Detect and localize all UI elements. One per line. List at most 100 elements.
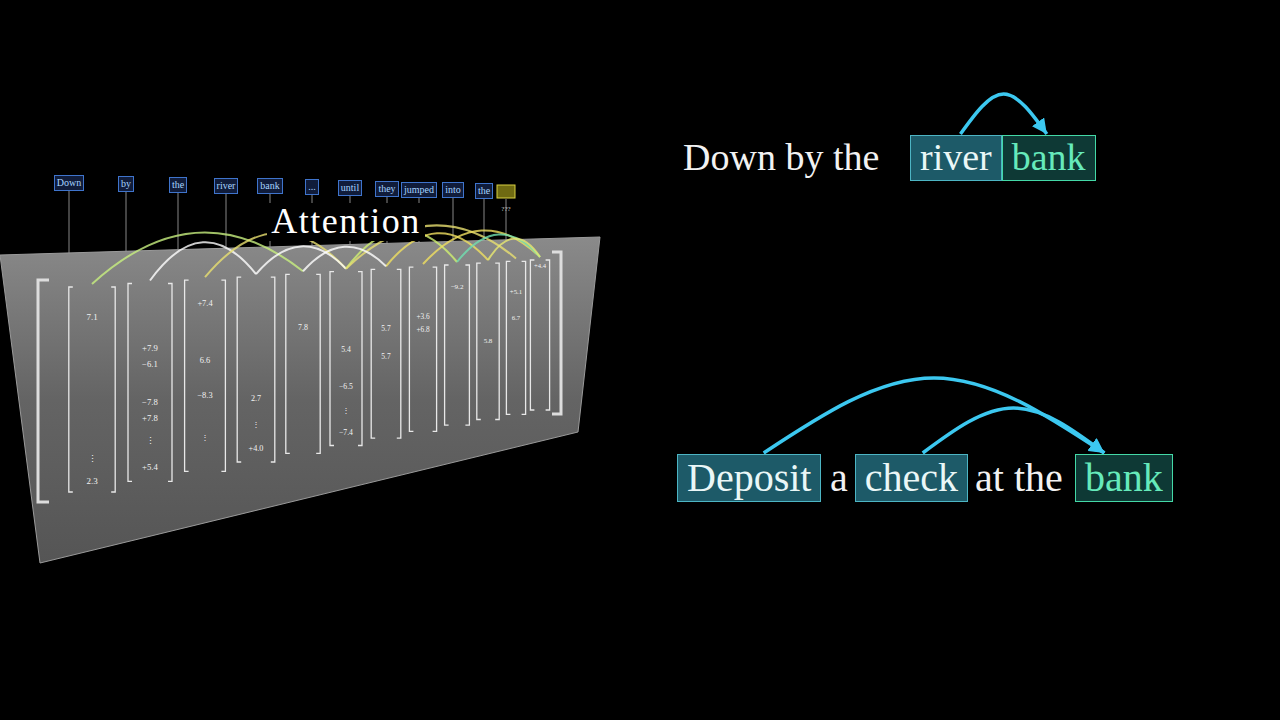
column-bracket	[358, 272, 362, 446]
attention-arc	[457, 234, 540, 262]
attention-arc	[303, 247, 386, 272]
matrix-value: ⋮	[252, 421, 260, 429]
word-text: bank	[1012, 137, 1086, 179]
word-text: check	[865, 456, 958, 500]
matrix-bracket	[38, 280, 49, 502]
word-text: Deposit	[687, 456, 811, 500]
attention-arc	[256, 246, 346, 274]
target-word-box: bank	[1002, 135, 1096, 181]
sentence-text: at the	[975, 456, 1063, 500]
sentence-text: a	[830, 456, 848, 500]
word-text: jumped	[404, 184, 434, 196]
matrix-value: +6.8	[416, 326, 429, 333]
column-bracket	[522, 261, 526, 414]
token-box: until	[338, 180, 362, 196]
word-text: river	[217, 180, 236, 192]
column-bracket	[316, 274, 320, 453]
matrix-value: −7.8	[142, 398, 158, 407]
title: Attention	[267, 203, 424, 241]
matrix-value: +7.4	[197, 299, 212, 307]
column-bracket	[111, 287, 115, 492]
matrix-value: 6.6	[200, 356, 211, 364]
column-bracket	[69, 287, 73, 492]
column-bracket	[286, 274, 290, 453]
matrix-value: ⋮	[146, 437, 155, 446]
matrix-value: ⋮	[201, 433, 209, 441]
context-word-box: river	[910, 135, 1002, 181]
token-box: by	[118, 176, 134, 192]
token-box: the	[475, 183, 493, 199]
token-stem	[125, 192, 127, 253]
attention-arc	[423, 230, 540, 264]
column-bracket	[168, 284, 172, 482]
column-bracket	[330, 272, 334, 446]
column-bracket	[221, 280, 225, 471]
sentence-text: Down by the	[683, 137, 879, 179]
matrix-value: +4.4	[534, 263, 546, 270]
word-text: Down	[57, 177, 81, 189]
attention-arc	[488, 239, 540, 261]
attention-arrow	[764, 378, 1105, 453]
column-bracket	[445, 265, 449, 425]
token-box: jumped	[401, 182, 437, 198]
word-text: the	[172, 179, 184, 191]
token-stem	[68, 191, 70, 255]
placeholder-box	[497, 185, 515, 198]
attention-arrow	[923, 408, 1105, 453]
matrix-value: ⋮	[88, 455, 97, 464]
matrix-value: 2.7	[251, 395, 261, 403]
token-stem	[225, 194, 227, 250]
attention-arc	[150, 242, 256, 280]
column-bracket	[271, 277, 275, 462]
matrix-value: +4.0	[249, 445, 264, 453]
token-box: Down	[54, 175, 84, 191]
matrix-value: 7.1	[86, 313, 97, 322]
word-text: bank	[260, 180, 279, 192]
token-stem	[177, 193, 179, 252]
column-bracket	[185, 280, 189, 471]
column-bracket	[546, 260, 550, 410]
column-bracket	[465, 265, 469, 425]
matrix-value: +5.4	[142, 463, 158, 472]
matrix-value: 5.7	[381, 353, 390, 360]
word-text: ...	[308, 181, 316, 193]
column-bracket	[530, 260, 534, 410]
token-box: they	[375, 181, 398, 197]
column-bracket	[477, 263, 481, 419]
token-box: into	[442, 182, 464, 198]
word-text: by	[121, 178, 131, 190]
word-text: river	[920, 137, 992, 179]
matrix-value: 7.8	[298, 324, 308, 332]
matrix-value: 5.4	[341, 346, 351, 354]
target-word-box: bank	[1075, 454, 1173, 502]
matrix-value: 5.7	[381, 325, 390, 332]
matrix-value: −6.1	[142, 360, 158, 369]
column-bracket	[128, 284, 132, 482]
matrix-panel	[0, 237, 600, 563]
column-bracket	[409, 267, 413, 431]
matrix-value: 2.3	[86, 477, 97, 486]
matrix-value: −9.2	[451, 284, 464, 291]
matrix-value: −7.4	[339, 429, 353, 437]
column-bracket	[506, 261, 510, 414]
matrix-value: ⋮	[342, 407, 350, 415]
word-text: into	[445, 184, 461, 196]
column-bracket	[397, 269, 401, 438]
word-text: the	[478, 185, 490, 197]
matrix-value: −8.3	[197, 391, 212, 399]
token-box: ...	[305, 179, 319, 195]
matrix-bracket	[552, 252, 561, 414]
token-stem	[452, 198, 454, 243]
token-box: the	[169, 177, 187, 193]
column-bracket	[495, 263, 499, 419]
word-text: until	[341, 182, 359, 194]
word-text: bank	[1085, 456, 1163, 500]
matrix-value: +7.8	[142, 414, 158, 423]
column-bracket	[433, 267, 437, 431]
column-bracket	[237, 277, 241, 462]
token-box: bank	[257, 178, 282, 194]
attention-arrow	[960, 94, 1046, 134]
matrix-value: 6.7	[512, 315, 521, 322]
